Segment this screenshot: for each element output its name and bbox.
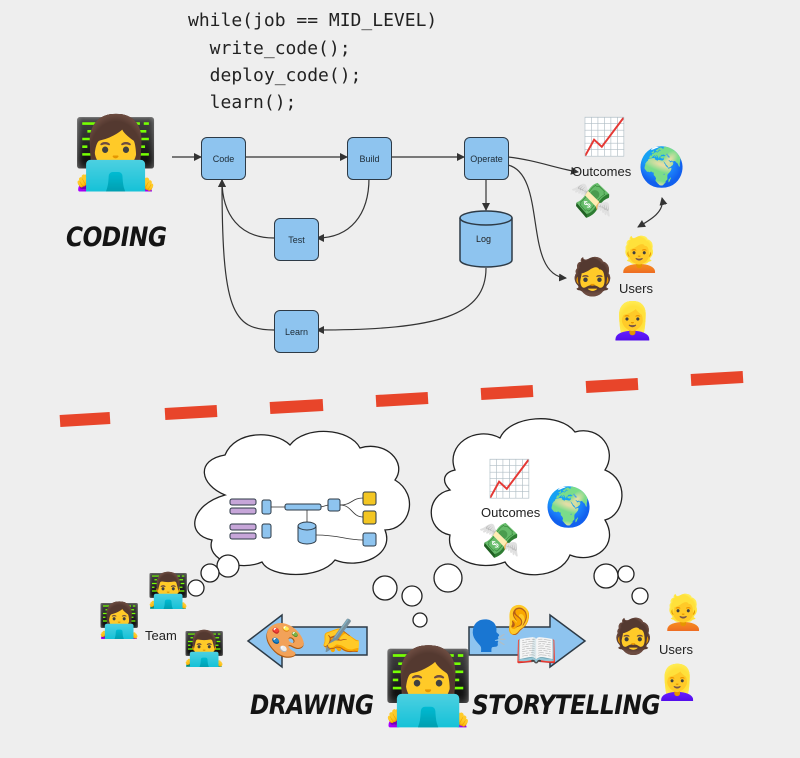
man-beard-icon-bottom: 🧔 (612, 617, 655, 657)
team-member-icon-3: 👨‍💻 (183, 629, 226, 669)
artist-palette-icon: 🎨 (264, 621, 307, 661)
node-log-label: Log (476, 234, 492, 244)
node-learn: Learn (274, 310, 319, 353)
node-test: Test (274, 218, 319, 261)
globe-icon: 🌍 (638, 145, 686, 189)
ear-icon: 👂 (500, 603, 538, 638)
mini-flow-diagram (229, 491, 377, 547)
outcomes-label-bottom: Outcomes (481, 505, 541, 520)
arrow-outcomes-users-link (637, 197, 668, 228)
drawing-arrow-shape (246, 613, 368, 669)
globe-icon-bottom: 🌍 (545, 485, 593, 529)
team-label: Team (145, 628, 177, 643)
writing-hand-icon: ✍️ (320, 617, 363, 657)
log-node-cylinder (459, 210, 513, 268)
woman-technologist-icon-bottom: 👩‍💻 (382, 644, 475, 730)
arrow-operate-to-users (507, 164, 567, 282)
outcomes-label-top: Outcomes (572, 164, 632, 179)
team-member-icon-1: 👨‍💻 (147, 571, 190, 611)
storytelling-thought-cloud (372, 418, 649, 628)
team-member-icon-2: 👩‍💻 (98, 601, 141, 641)
node-build: Build (347, 137, 392, 180)
arrow-operate-to-outcomes (507, 156, 579, 175)
code-line-learn: learn(); (188, 92, 297, 113)
woman-blond-icon-bottom: 👱‍♀️ (656, 663, 699, 703)
code-line-deploy: deploy_code(); (188, 65, 362, 86)
code-line-loop: while(job == MID_LEVEL) (188, 10, 438, 31)
chart-increasing-icon: 📈 (582, 117, 627, 158)
node-operate: Operate (464, 137, 509, 180)
money-wings-icon-bottom: 💸 (478, 521, 521, 561)
woman-technologist-icon: 👩‍💻 (72, 112, 160, 194)
drawing-title: DRAWING (250, 690, 374, 721)
man-beard-icon: 🧔 (570, 257, 615, 298)
speaking-head-icon: 🗣️ (470, 619, 508, 654)
open-book-icon: 📖 (515, 631, 558, 671)
arrow-learn-to-code (218, 179, 275, 331)
person-blond-icon: 👱 (618, 235, 661, 275)
users-label-bottom: Users (659, 642, 693, 657)
users-label-top: Users (619, 281, 653, 296)
node-code: Code (201, 137, 246, 180)
arrow-log-to-learn (316, 267, 487, 334)
person-blond-icon-bottom: 👱 (662, 593, 705, 633)
arrow-test-to-code (218, 179, 275, 239)
code-line-write: write_code(); (188, 38, 351, 59)
arrow-build-to-test (316, 177, 370, 242)
coding-title: CODING (66, 222, 167, 253)
chart-increasing-icon-bottom: 📈 (487, 459, 532, 500)
storytelling-arrow-shape (468, 613, 587, 669)
money-wings-icon: 💸 (570, 181, 613, 221)
section-divider (59, 371, 744, 427)
woman-blond-icon: 👱‍♀️ (610, 301, 655, 342)
storytelling-title: STORYTELLING (472, 690, 661, 721)
